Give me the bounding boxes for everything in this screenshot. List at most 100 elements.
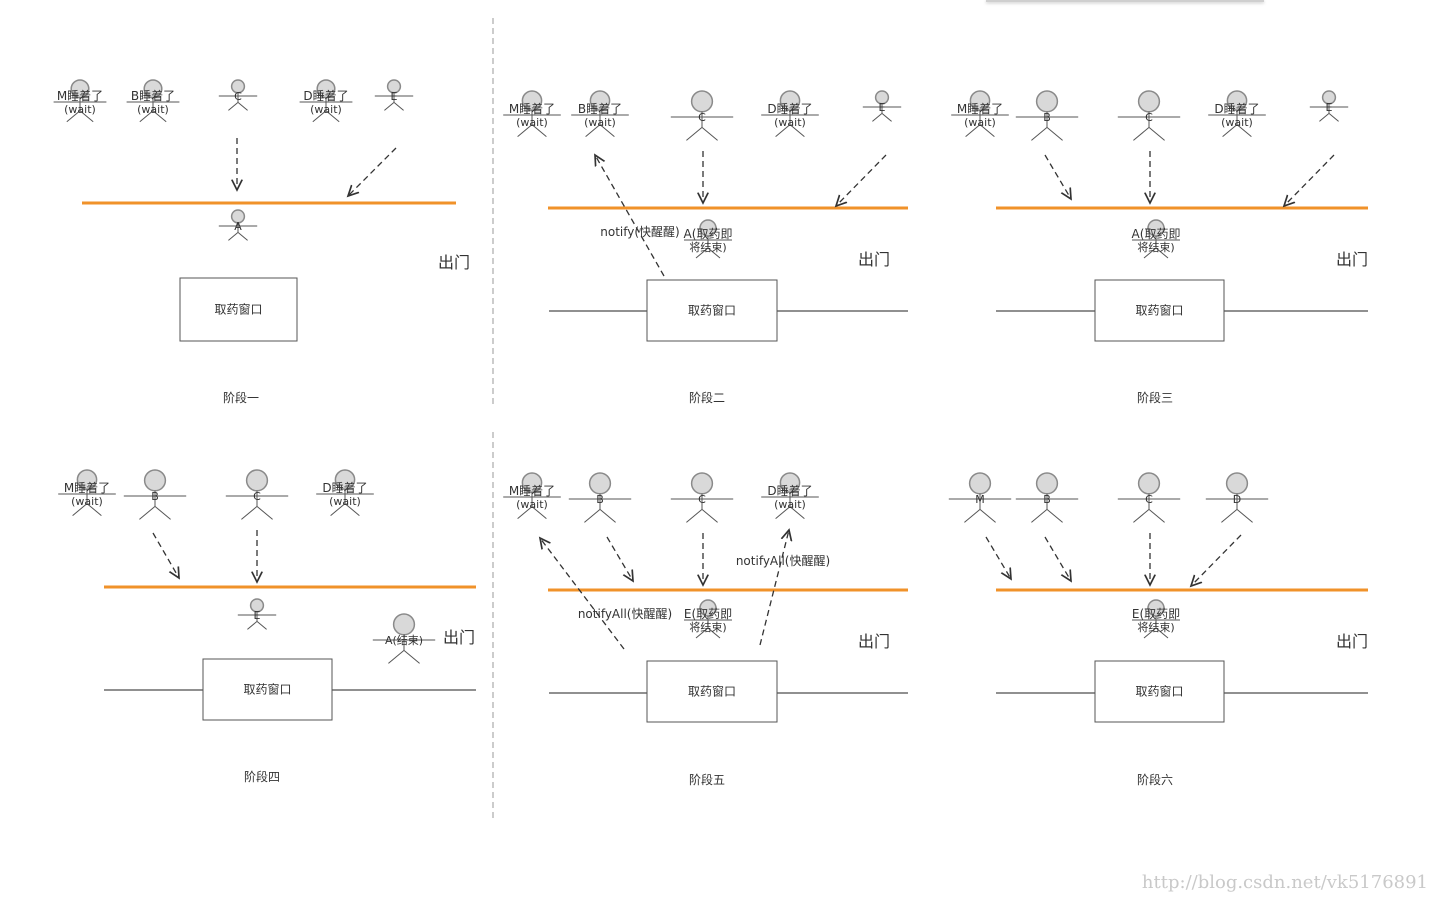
leg-line (384, 102, 395, 111)
leg-line (701, 127, 718, 141)
person-2: B (568, 472, 632, 523)
leg-line (66, 110, 81, 123)
person-label: E(取药即 (1132, 607, 1180, 621)
head-icon (1137, 472, 1161, 495)
person-status: (wait) (71, 495, 103, 508)
person-label: B睡着了 (578, 101, 622, 116)
leg-line (517, 506, 533, 519)
person-2: B (1015, 472, 1079, 523)
person-label: M睡着了 (957, 101, 1003, 116)
dispensing-window (179, 277, 298, 342)
person-3: C (218, 79, 258, 111)
leg-line (1133, 127, 1150, 141)
person-label: M睡着了 (57, 88, 103, 103)
head-icon (968, 472, 992, 495)
person-status: (wait) (584, 116, 616, 129)
leg-line (256, 506, 273, 520)
dispensing-window-label: 取药窗口 (214, 303, 262, 317)
person-label: A(取药即 (684, 227, 733, 241)
person-leaving: A(结束) (372, 613, 436, 664)
person-status: 将结束) (689, 621, 726, 634)
leg-line (1133, 509, 1150, 523)
leg-line (789, 124, 805, 137)
leg-line (79, 110, 94, 123)
person-label: D (1233, 493, 1241, 506)
dispensing-window (1094, 660, 1225, 723)
leg-line (964, 509, 981, 523)
leg-line (152, 110, 167, 123)
person-3: C (1117, 90, 1181, 141)
leg-line (707, 247, 721, 259)
leg-line (139, 110, 154, 123)
person-label: D睡着了 (303, 88, 348, 103)
leg-line (1155, 247, 1169, 259)
leg-line (1031, 127, 1048, 141)
person-label: C (698, 493, 706, 506)
leg-line (86, 503, 102, 516)
person-4: D睡着了(wait) (761, 472, 819, 519)
person-1: M睡着了(wait) (53, 79, 107, 123)
person-label: M睡着了 (64, 480, 110, 495)
flow-arrow (540, 538, 625, 650)
head-icon (690, 90, 714, 113)
leg-line (979, 509, 996, 523)
head-icon (588, 472, 612, 495)
person-label: B (151, 490, 159, 503)
person-label: C (698, 111, 706, 124)
leg-line (312, 110, 327, 123)
head-icon (1225, 472, 1249, 495)
notify-label: notifyAll(快醒醒) (578, 607, 672, 621)
person-1: M睡着了(wait) (503, 90, 561, 137)
dispensing-window-label: 取药窗口 (688, 685, 736, 699)
leg-line (775, 124, 791, 137)
person-2: B睡着了(wait) (126, 79, 180, 123)
person-at-window: E (237, 598, 277, 630)
leg-line (686, 509, 703, 523)
person-label: E (879, 101, 886, 114)
leg-line (228, 232, 239, 241)
person-status: (wait) (64, 103, 96, 116)
dispensing-window-label: 取药窗口 (1135, 685, 1183, 699)
leg-line (256, 621, 267, 630)
leg-line (584, 509, 601, 523)
leg-line (388, 650, 405, 664)
leg-line (330, 503, 346, 516)
dispensing-window (646, 660, 778, 723)
exit-label: 出门 (443, 628, 475, 647)
person-4: D睡着了(wait) (1208, 90, 1266, 137)
person-label: B (1043, 111, 1051, 124)
top-edge-bar (986, 0, 1264, 2)
person-status: (wait) (310, 103, 342, 116)
leg-line (775, 506, 791, 519)
person-label: M (975, 493, 985, 506)
leg-line (686, 127, 703, 141)
person-2: B (123, 469, 187, 520)
leg-line (695, 627, 709, 639)
person-status: 将结束) (1137, 241, 1174, 254)
leg-line (965, 124, 981, 137)
person-status: (wait) (516, 498, 548, 511)
person-label: A (234, 220, 242, 233)
person-status: (wait) (329, 495, 361, 508)
person-5: E (1309, 90, 1349, 122)
dispensing-window (646, 279, 778, 342)
head-icon (690, 472, 714, 495)
dispensing-window-label: 取药窗口 (243, 683, 291, 697)
leg-line (1046, 509, 1063, 523)
head-icon (1035, 472, 1059, 495)
notify-label: notify(快醒醒) (600, 225, 679, 239)
stage-2: 取药窗口M睡着了(wait)B睡着了(wait)CD睡着了(wait)EA(取药… (503, 90, 908, 405)
person-label: E(取药即 (684, 607, 732, 621)
leg-line (1319, 113, 1330, 122)
leg-line (1221, 509, 1238, 523)
person-label: B睡着了 (131, 88, 175, 103)
flow-arrow (759, 530, 789, 646)
leg-line (872, 113, 883, 122)
leg-line (325, 110, 340, 123)
head-icon (1035, 90, 1059, 113)
leg-line (789, 506, 805, 519)
flow-arrow (1284, 154, 1335, 206)
